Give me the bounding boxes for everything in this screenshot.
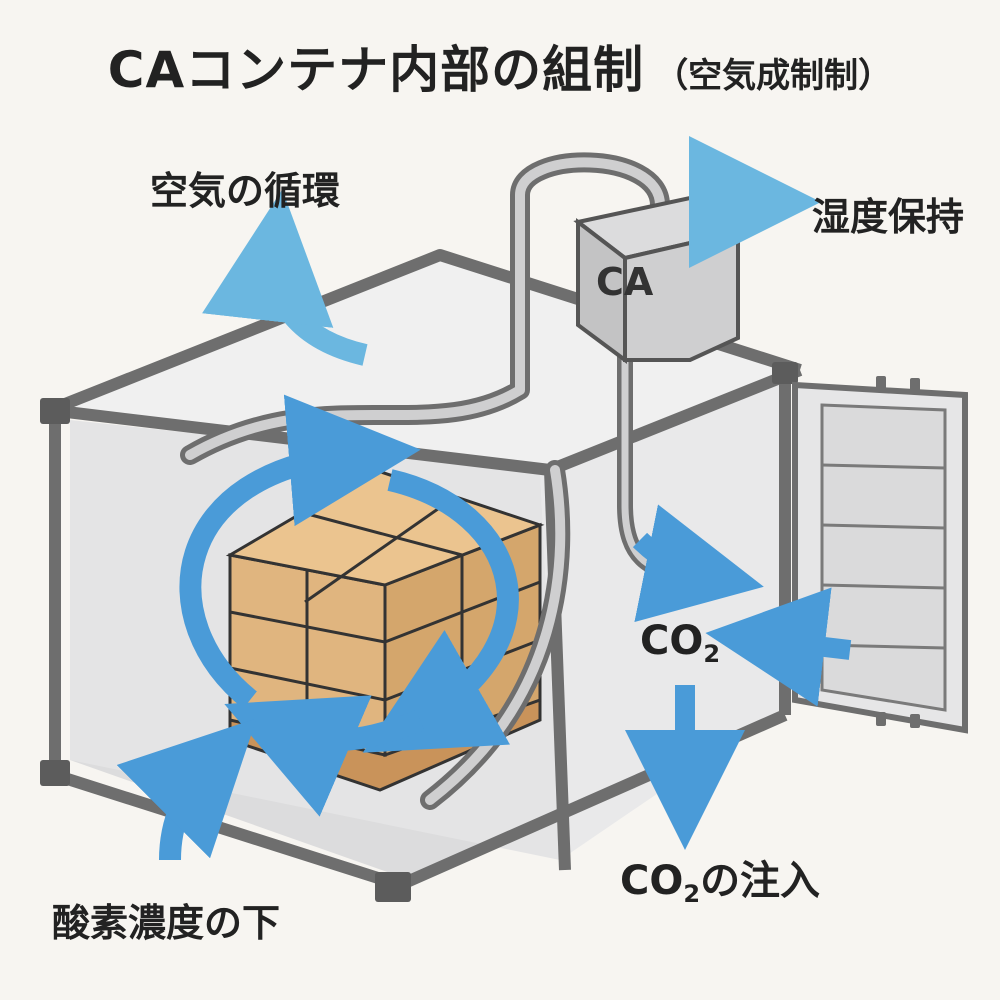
- corner-casting: [40, 398, 70, 424]
- oxygen-flow-arrow: [116, 718, 257, 861]
- humidity-label: 湿度保持: [812, 195, 965, 239]
- corner-casting: [772, 362, 798, 384]
- co2-injection-subscript: 2: [683, 879, 701, 908]
- co2-injection-suffix: の注入: [700, 858, 821, 904]
- co2-prefix: CO: [640, 618, 704, 664]
- corner-casting: [375, 872, 411, 902]
- air-circulation-label: 空気の循環: [150, 169, 341, 213]
- title-sub: （空気成制制）: [654, 56, 893, 96]
- co2-label: CO2: [640, 618, 720, 668]
- circulation-arrow: [224, 695, 425, 817]
- oxygen-reduction-label: 酸素濃度の下: [52, 901, 281, 945]
- title-main: CAコンテナ内部の組制: [107, 41, 645, 99]
- circulation-arrow: [179, 394, 421, 709]
- container-roof: [50, 255, 800, 470]
- co2-injection-label: CO2の注入: [620, 848, 821, 908]
- page-title: CAコンテナ内部の組制（空気成制制）: [0, 30, 1000, 102]
- co2-subscript: 2: [703, 639, 721, 668]
- circulation-arrows: [179, 394, 519, 817]
- door-inflow-arrow: [705, 587, 852, 707]
- air-circulation-arrow: [202, 189, 368, 366]
- co2-injection-prefix: CO: [620, 858, 684, 904]
- circulation-arrow: [362, 469, 519, 753]
- container-door: [792, 376, 968, 734]
- corner-casting: [40, 760, 70, 786]
- ca-unit-label: CA: [596, 260, 654, 304]
- co2-inflow-arrow: [632, 504, 764, 623]
